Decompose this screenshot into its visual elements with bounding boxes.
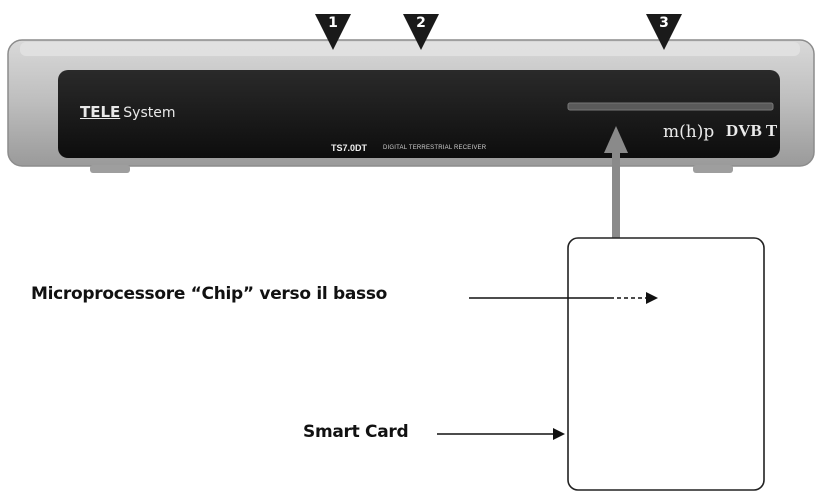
receiver-device xyxy=(7,39,815,173)
insert-arrow-head xyxy=(604,126,628,153)
dvb-logo: DVB T xyxy=(726,121,778,140)
marker-2-triangle xyxy=(403,14,439,50)
brand-logo-tele: TELE xyxy=(80,103,121,121)
mhp-logo: m(h)p xyxy=(663,122,715,142)
marker-3-number: 3 xyxy=(659,15,669,31)
smart-card-label: Smart Card xyxy=(303,422,409,442)
insert-arrow xyxy=(604,126,628,238)
model-name: TS7.0DT xyxy=(331,143,368,153)
smart-card-outline xyxy=(567,237,765,491)
brand-logo-system: System xyxy=(123,105,176,121)
marker-2-number: 2 xyxy=(416,15,426,31)
card-pointer-arrow xyxy=(437,428,565,440)
card-pointer-head xyxy=(553,428,565,440)
card-slot xyxy=(567,102,774,111)
receiver-foot-right xyxy=(693,165,733,173)
chip-pointer-arrow xyxy=(469,292,658,304)
marker-3-triangle xyxy=(646,14,682,50)
model-description: DIGITAL TERRESTRIAL RECEIVER xyxy=(383,145,487,151)
chip-label: Microprocessore “Chip” verso il basso xyxy=(31,284,388,304)
receiver-top-highlight xyxy=(20,42,800,56)
receiver-foot-left xyxy=(90,165,130,173)
marker-1-number: 1 xyxy=(328,15,338,31)
chip-pointer-head xyxy=(646,292,658,304)
insert-arrow-shaft xyxy=(612,150,620,238)
marker-1-triangle xyxy=(315,14,351,50)
receiver-front-panel xyxy=(58,70,780,158)
